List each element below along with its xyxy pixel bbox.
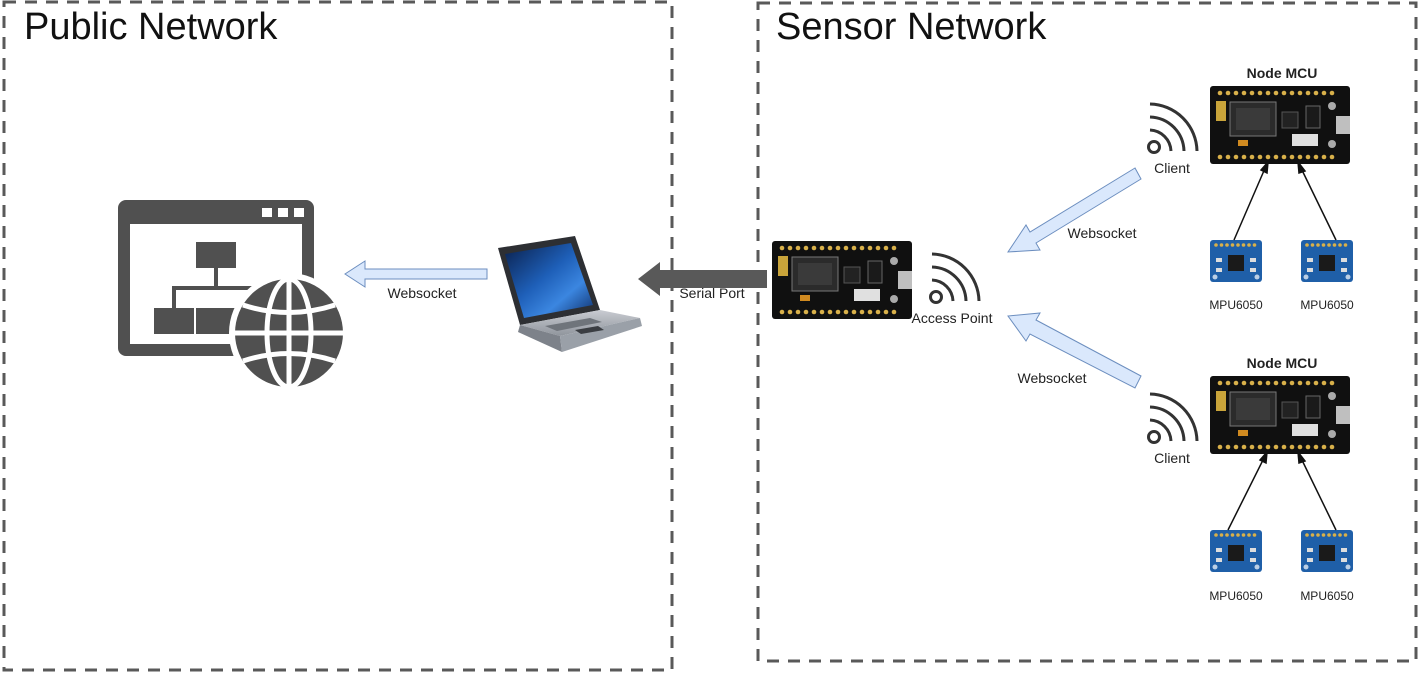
edge-label-websocket-client2: Websocket	[1017, 370, 1087, 386]
websocket-arrow-laptop-to-webapp	[344, 260, 488, 288]
mpu6050-sensor-2a-icon	[1210, 530, 1262, 572]
public-network-title: Public Network	[24, 6, 278, 48]
sensor1b-label: MPU6050	[1300, 298, 1354, 312]
access-point-label: Access Point	[911, 310, 993, 326]
client2-label: Client	[1154, 450, 1190, 466]
nodemcu1-board-icon	[1209, 85, 1351, 165]
mpu6050-sensor-1a-icon	[1210, 240, 1262, 282]
client1-wifi-icon	[1147, 102, 1199, 154]
sensor-network-zone	[756, 1, 1418, 663]
client2-wifi-icon	[1147, 392, 1199, 444]
edge-label-serial-port: Serial Port	[679, 285, 745, 301]
sensor-network-title: Sensor Network	[776, 6, 1047, 48]
nodemcu2-board-icon	[1209, 375, 1351, 455]
access-point-board-icon	[771, 240, 913, 320]
mpu6050-sensor-1b-icon	[1301, 240, 1353, 282]
edge-label-websocket-client1: Websocket	[1067, 225, 1137, 241]
websocket-arrow-client1-to-ap	[1007, 167, 1142, 253]
sensor-connections-2	[1227, 449, 1337, 531]
web-application-icon	[118, 200, 349, 393]
laptop-icon	[498, 236, 642, 352]
public-network-zone	[2, 0, 674, 672]
nodemcu2-title: Node MCU	[1246, 355, 1318, 371]
nodemcu1-title: Node MCU	[1246, 65, 1318, 81]
sensor2a-label: MPU6050	[1209, 589, 1263, 603]
client1-label: Client	[1154, 160, 1190, 176]
sensor2b-label: MPU6050	[1300, 589, 1354, 603]
mpu6050-sensor-2b-icon	[1301, 530, 1353, 572]
serial-port-arrow	[638, 262, 767, 296]
access-point-wifi-icon	[929, 252, 981, 304]
sensor1a-label: MPU6050	[1209, 298, 1263, 312]
sensor-connections-1	[1233, 159, 1337, 241]
edge-label-websocket-laptop: Websocket	[387, 285, 457, 301]
websocket-arrow-client2-to-ap	[1007, 312, 1142, 389]
